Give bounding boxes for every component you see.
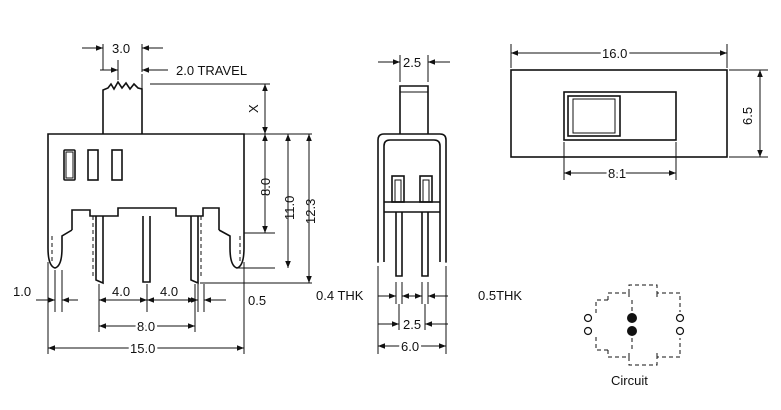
side-dim-pin-span: 2.5 <box>403 317 421 332</box>
top-dim-length: 16.0 <box>602 46 627 61</box>
side-pin-left <box>395 212 403 277</box>
top-dim-height: 6.5 <box>740 107 755 125</box>
side-housing <box>377 133 447 262</box>
front-housing <box>47 133 245 248</box>
side-dim-thk-left: 0.4 THK <box>316 288 364 303</box>
front-dim-x: X <box>246 104 261 113</box>
front-leg-right <box>218 229 245 269</box>
side-dim-thk-right: 0.5THK <box>478 288 522 303</box>
front-window-3 <box>111 149 123 181</box>
front-dim-pitch-left: 4.0 <box>112 284 130 299</box>
circuit-label: Circuit <box>611 373 648 388</box>
front-pin-1 <box>95 216 104 285</box>
front-dim-height-total: 12.3 <box>303 199 318 224</box>
front-window-2 <box>87 149 99 181</box>
front-view: 3.0 2.0 TRAVEL X 8.0 11.0 12.3 <box>13 41 318 359</box>
front-leg-left <box>47 229 73 269</box>
front-dim-travel: 2.0 TRAVEL <box>176 63 247 78</box>
front-dim-pitch-right: 4.0 <box>160 284 178 299</box>
side-dim-body-width: 6.0 <box>401 339 419 354</box>
side-pin-right <box>421 212 429 277</box>
circuit-terminal-left-2 <box>583 326 593 336</box>
side-actuator <box>399 85 429 134</box>
front-pin-2 <box>142 216 151 283</box>
top-slider <box>567 95 621 137</box>
front-dim-height-11: 11.0 <box>282 196 297 220</box>
front-dim-pin-width: 1.0 <box>13 284 31 299</box>
front-dim-actuator-width: 3.0 <box>112 41 130 56</box>
front-dim-pin-span: 8.0 <box>137 319 155 334</box>
top-housing <box>510 69 728 158</box>
circuit-diagram: Circuit <box>583 284 685 388</box>
side-dim-actuator-width: 2.5 <box>403 55 421 70</box>
side-view: 2.5 0.4 THK 0.5THK 2.5 6.0 <box>316 55 522 357</box>
top-dim-window-width: 8.1 <box>608 166 626 181</box>
circuit-common-2 <box>627 326 637 336</box>
front-dim-body-width: 15.0 <box>130 341 155 356</box>
front-dim-height-8: 8.0 <box>258 178 273 196</box>
front-dim-pin-thickness: 0.5 <box>248 293 266 308</box>
top-window <box>563 91 677 141</box>
top-view: 16.0 6.5 8.1 <box>510 44 768 184</box>
circuit-terminal-left-1 <box>583 313 593 323</box>
front-actuator <box>102 80 143 134</box>
front-base <box>71 207 220 230</box>
circuit-common-1 <box>627 313 637 323</box>
circuit-terminal-right-1 <box>675 313 685 323</box>
front-window-1 <box>63 149 76 181</box>
circuit-terminal-right-2 <box>675 326 685 336</box>
front-pin-3 <box>190 216 199 285</box>
